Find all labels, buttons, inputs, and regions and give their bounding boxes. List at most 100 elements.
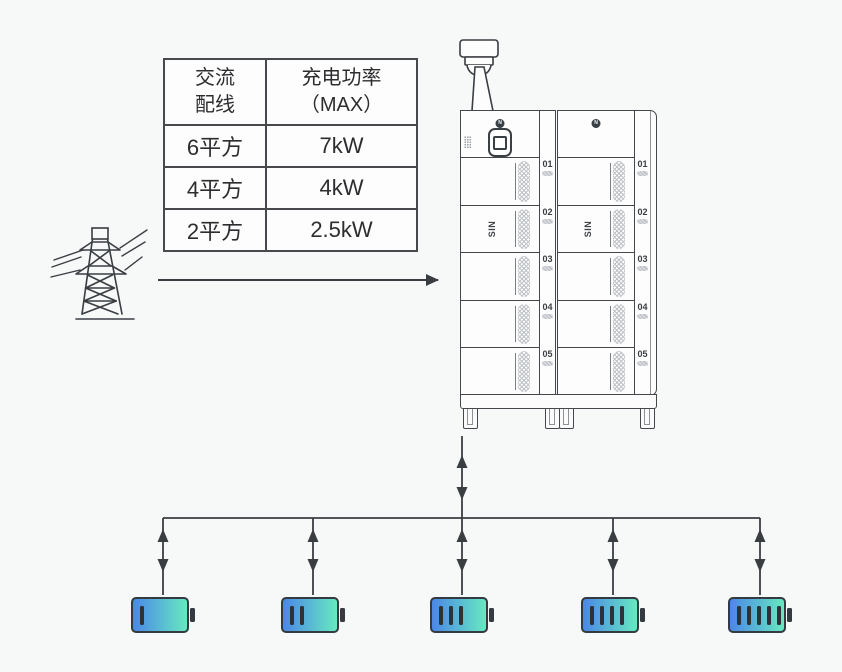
cell-power-4kw: 4kW: [265, 166, 418, 210]
vertical-brand-label: SIN: [487, 220, 498, 238]
header-power-line2: （MAX）: [299, 94, 384, 116]
power-lines-icon: [50, 229, 148, 278]
charging-cabinet: N SIN 01 02 03 04 05: [460, 110, 657, 396]
battery-icon: [281, 597, 345, 633]
slot-indicator-icon: [637, 218, 648, 224]
slot-index: 02: [540, 205, 555, 253]
slot-index: 03: [635, 252, 650, 300]
slot-index: 01: [635, 157, 650, 205]
screen-button-icon: [493, 135, 507, 150]
slot-number-label: 01: [542, 159, 553, 169]
battery-slot[interactable]: [558, 348, 634, 395]
battery-slot[interactable]: [558, 253, 634, 301]
slot-number-label: 03: [542, 254, 553, 265]
battery-slot[interactable]: [558, 158, 634, 206]
cell-wire-6: 6平方: [163, 124, 267, 168]
slot-number-label: 02: [542, 206, 553, 217]
battery-bar: [757, 605, 761, 625]
power-table: 交流 配线 充电功率 （MAX） 6平方 7kW 4平方 4kW 2平方 2.5…: [163, 58, 418, 252]
table-row: 4平方 4kW: [163, 166, 418, 210]
slot-indicator-icon: [542, 313, 553, 319]
cabinet-foot: [545, 408, 560, 429]
slot-vent-icon: [613, 351, 625, 392]
slot-number-label: 01: [637, 159, 648, 169]
battery-slot[interactable]: [461, 348, 539, 395]
battery-body: [131, 597, 189, 633]
slot-number-label: 04: [637, 301, 648, 312]
slot-indicator-icon: [637, 313, 648, 319]
battery-bar: [590, 605, 594, 625]
cell-wire-2: 2平方: [163, 208, 267, 252]
slot-number-label: 05: [542, 349, 553, 360]
battery-bar: [767, 605, 771, 625]
battery-bar: [747, 605, 751, 625]
battery-slot[interactable]: [461, 301, 539, 349]
battery-bar: [300, 605, 304, 625]
slot-vent-icon: [613, 161, 625, 202]
battery-icon: [728, 597, 792, 633]
battery-terminal: [640, 608, 645, 622]
brand-logo-icon: N: [495, 119, 505, 128]
display-screen[interactable]: [488, 128, 512, 157]
cell-power-2-5kw: 2.5kW: [265, 208, 418, 252]
slot-index: 03: [540, 252, 555, 300]
bidirectional-arrows-icon: [157, 455, 766, 572]
table-header-row: 交流 配线 充电功率 （MAX）: [163, 58, 418, 126]
slot-vent-icon: [613, 208, 625, 250]
battery-bar: [140, 605, 144, 625]
battery-bar: [439, 605, 443, 625]
module-face: N SIN: [461, 111, 540, 395]
cable-holster-icon: [459, 39, 499, 112]
slot-indicator-icon: [637, 171, 648, 176]
slot-index: 02: [635, 205, 650, 253]
battery-body: [728, 597, 786, 633]
table-row: 2平方 2.5kW: [163, 208, 418, 252]
slot-index: 04: [635, 300, 650, 348]
battery-icon: [581, 597, 645, 633]
cabinet-foot: [559, 408, 574, 429]
cabinet-module-right: N SIN 01 02 03 04 05: [557, 110, 657, 396]
battery-slot[interactable]: SIN: [461, 206, 539, 254]
battery-icon: [430, 597, 494, 633]
slot-indicator-icon: [542, 171, 553, 176]
slot-number-strip: 01 02 03 04 05: [635, 111, 650, 395]
cabinet-foot: [640, 408, 655, 429]
slot-indicator-icon: [637, 361, 648, 367]
cabinet-foot: [463, 408, 478, 429]
battery-terminal: [787, 608, 792, 622]
slot-vent-icon: [518, 303, 530, 345]
slot-indicator-icon: [542, 361, 553, 367]
slot-index: 01: [540, 157, 555, 205]
slot-vent-icon: [518, 351, 530, 392]
slot-number-label: 02: [637, 206, 648, 217]
vertical-brand-label: SIN: [583, 220, 594, 238]
battery-bar: [610, 605, 614, 625]
battery-bar: [459, 605, 463, 625]
battery-terminal: [489, 608, 494, 622]
slot-indicator-icon: [637, 266, 648, 272]
battery-bar: [449, 605, 453, 625]
slot-number-label: 04: [542, 301, 553, 312]
cabinet-side-edge: [650, 111, 656, 395]
battery-slot[interactable]: [558, 301, 634, 349]
battery-bar: [290, 605, 294, 625]
speaker-grille-icon: [464, 136, 471, 148]
battery-icon: [131, 597, 195, 633]
slot-index: 05: [635, 347, 650, 395]
ac-input-arrow: [158, 274, 439, 286]
battery-body: [281, 597, 339, 633]
cell-power-7kw: 7kW: [265, 124, 418, 168]
header-ac-line2: 配线: [195, 94, 235, 116]
slot-indicator-icon: [542, 266, 553, 272]
table-header-charging-power: 充电功率 （MAX）: [265, 58, 418, 126]
battery-slot[interactable]: [461, 253, 539, 301]
slot-vent-icon: [518, 161, 530, 202]
battery-slot[interactable]: SIN: [558, 206, 634, 254]
cell-wire-4: 4平方: [163, 166, 267, 210]
battery-terminal: [190, 608, 195, 622]
battery-slot[interactable]: [461, 158, 539, 206]
slot-number-label: 03: [637, 254, 648, 265]
battery-bar: [600, 605, 604, 625]
